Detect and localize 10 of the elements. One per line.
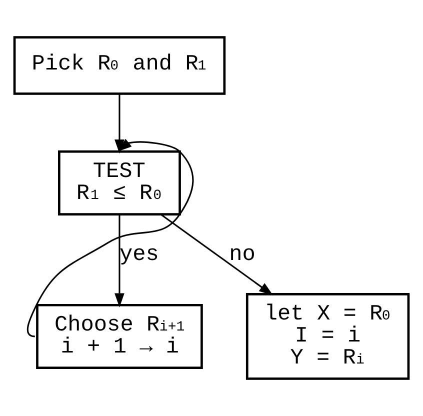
node-box: Choose Ri+1 i + 1 → i	[36, 304, 203, 369]
node-box: TEST R1 ≤ R0	[58, 150, 181, 216]
edge-label: yes	[119, 242, 159, 268]
node-box: let X = R0 I = i Y = Ri	[246, 292, 410, 380]
node-box: Pick R0 and R1	[13, 36, 226, 95]
arrow	[160, 214, 274, 296]
edge-label: no	[229, 242, 256, 268]
arrow	[114, 94, 124, 154]
arrow	[26, 138, 194, 338]
arrow	[114, 214, 124, 308]
